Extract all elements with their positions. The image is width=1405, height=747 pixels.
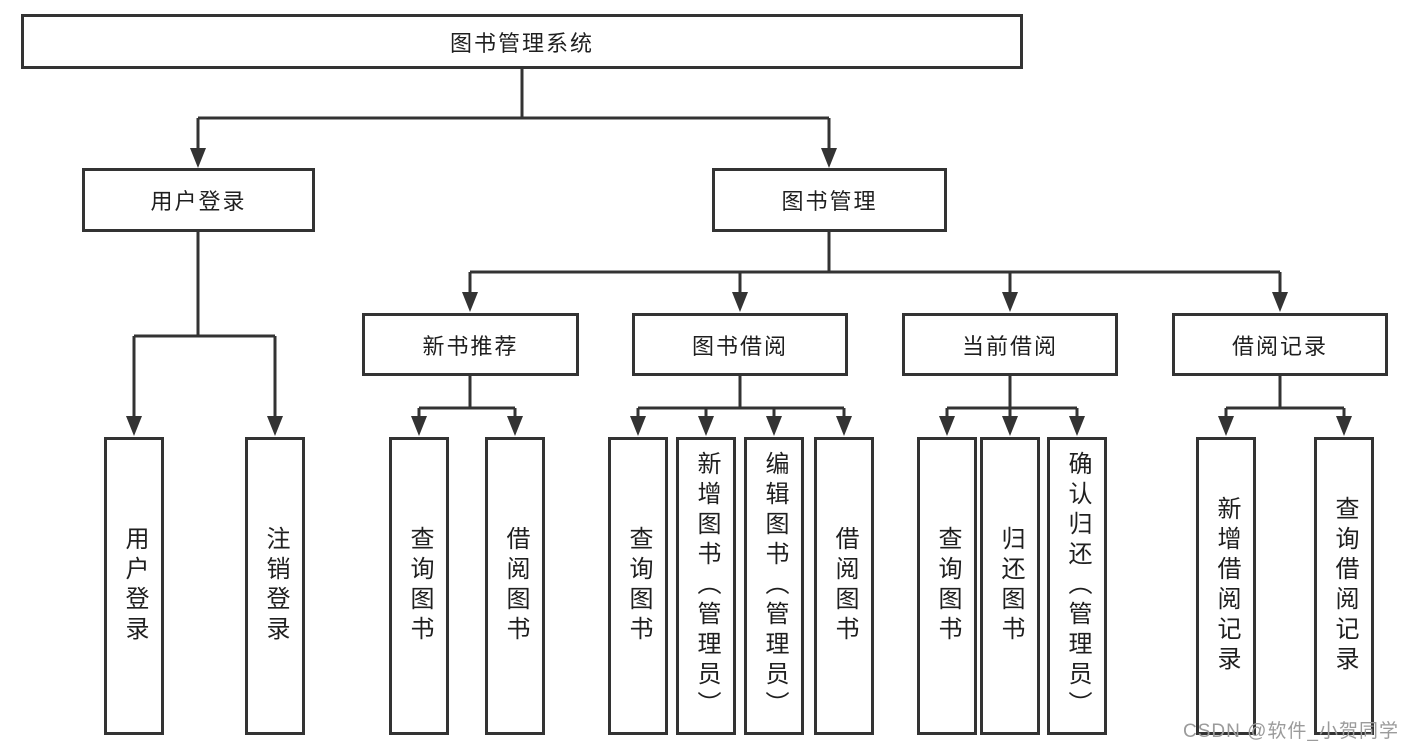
connector-book-management-to-level3	[462, 232, 1288, 312]
arrow-down-icon	[1218, 416, 1234, 436]
leaf-confirm-return-admin-label: 确认归还（管理员）	[1064, 451, 1091, 721]
watermark: CSDN @软件_小贺同学	[1183, 721, 1399, 742]
leaf-borrow-books-recommend-label: 借阅图书	[502, 526, 529, 646]
leaf-edit-books-admin: 编辑图书（管理员）	[744, 437, 804, 735]
leaf-add-borrow-record-label: 新增借阅记录	[1213, 496, 1240, 676]
node-root-label: 图书管理系统	[449, 30, 594, 56]
leaf-edit-books-admin-label: 编辑图书（管理员）	[761, 451, 788, 721]
node-new-book-recommend: 新书推荐	[362, 313, 579, 376]
arrow-down-icon	[630, 416, 646, 436]
node-book-management: 图书管理	[712, 168, 947, 232]
node-borrowing-records-label: 借阅记录	[1231, 333, 1328, 359]
connector-borrowing-records-to-children	[1218, 376, 1352, 436]
arrow-down-icon	[698, 416, 714, 436]
node-user-login: 用户登录	[82, 168, 315, 232]
leaf-user-login-label: 用户登录	[121, 526, 148, 646]
leaf-query-borrow-record-label: 查询借阅记录	[1331, 496, 1358, 676]
connector-new-book-recommend-to-children	[411, 376, 523, 436]
connector-line	[132, 232, 277, 418]
leaf-query-books-recommend-label: 查询图书	[406, 526, 433, 646]
connector-current-borrowing-to-children	[939, 376, 1085, 436]
leaf-query-books-current: 查询图书	[917, 437, 977, 735]
leaf-confirm-return-admin: 确认归还（管理员）	[1047, 437, 1107, 735]
connector-line	[636, 376, 846, 420]
node-root: 图书管理系统	[21, 14, 1023, 69]
leaf-add-books-admin-label: 新增图书（管理员）	[693, 451, 720, 721]
node-book-borrowing: 图书借阅	[632, 313, 848, 376]
node-book-borrowing-label: 图书借阅	[691, 333, 788, 359]
connector-line	[1224, 376, 1346, 420]
arrow-down-icon	[766, 416, 782, 436]
connector-line	[196, 69, 831, 150]
leaf-query-books-borrowing-label: 查询图书	[625, 526, 652, 646]
node-new-book-recommend-label: 新书推荐	[422, 333, 519, 359]
arrow-down-icon	[462, 292, 478, 312]
arrow-down-icon	[190, 148, 206, 168]
leaf-add-borrow-record: 新增借阅记录	[1196, 437, 1256, 735]
leaf-user-login: 用户登录	[104, 437, 164, 735]
arrow-down-icon	[507, 416, 523, 436]
connector-line	[945, 376, 1079, 420]
leaf-logout: 注销登录	[245, 437, 305, 735]
arrow-down-icon	[821, 148, 837, 168]
arrow-down-icon	[126, 416, 142, 436]
connector-line	[417, 376, 517, 420]
arrow-down-icon	[1069, 416, 1085, 436]
node-user-login-label: 用户登录	[150, 189, 247, 214]
leaf-return-books-label: 归还图书	[997, 526, 1024, 646]
connector-book-borrowing-to-children	[630, 376, 852, 436]
leaf-borrow-books-label: 借阅图书	[831, 526, 858, 646]
arrow-down-icon	[939, 416, 955, 436]
node-current-borrowing-label: 当前借阅	[961, 333, 1058, 359]
arrow-down-icon	[732, 292, 748, 312]
arrow-down-icon	[1002, 416, 1018, 436]
leaf-query-borrow-record: 查询借阅记录	[1314, 437, 1374, 735]
node-book-management-label: 图书管理	[781, 189, 878, 214]
connector-line	[468, 232, 1282, 294]
leaf-query-books-recommend: 查询图书	[389, 437, 449, 735]
leaf-logout-label: 注销登录	[262, 526, 289, 646]
arrow-down-icon	[411, 416, 427, 436]
node-borrowing-records: 借阅记录	[1172, 313, 1388, 376]
leaf-borrow-books: 借阅图书	[814, 437, 874, 735]
connector-user-login-to-children	[126, 232, 283, 436]
arrow-down-icon	[267, 416, 283, 436]
arrow-down-icon	[1272, 292, 1288, 312]
leaf-borrow-books-recommend: 借阅图书	[485, 437, 545, 735]
node-current-borrowing: 当前借阅	[902, 313, 1118, 376]
arrow-down-icon	[1336, 416, 1352, 436]
leaf-query-books-current-label: 查询图书	[934, 526, 961, 646]
leaf-add-books-admin: 新增图书（管理员）	[676, 437, 736, 735]
connector-root-to-level2	[190, 69, 837, 168]
arrow-down-icon	[1002, 292, 1018, 312]
leaf-query-books-borrowing: 查询图书	[608, 437, 668, 735]
leaf-return-books: 归还图书	[980, 437, 1040, 735]
arrow-down-icon	[836, 416, 852, 436]
